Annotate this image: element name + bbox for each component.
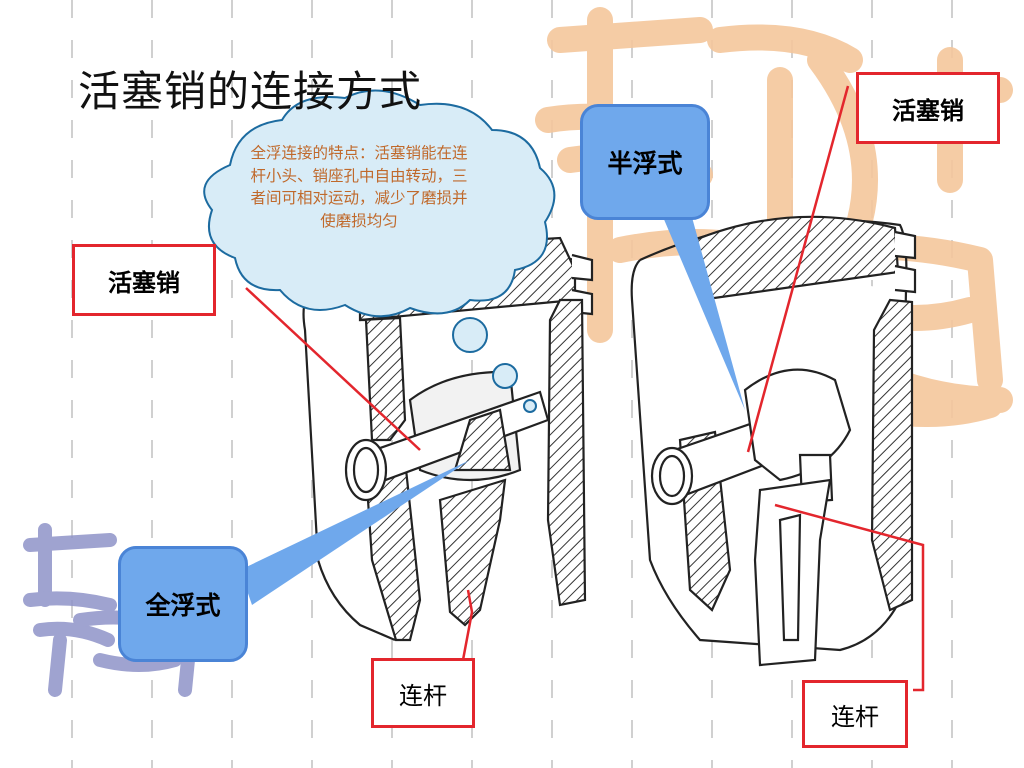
connecting-rod-label-right: 连杆 (802, 680, 908, 748)
full-floating-callout: 全浮式 (118, 546, 248, 662)
right-piston (630, 215, 917, 667)
piston-pin-label-right: 活塞销 (856, 72, 1000, 144)
slide-title: 活塞销的连接方式 (78, 67, 423, 116)
connecting-rod-label-left: 连杆 (371, 658, 475, 728)
thought-cloud (203, 89, 556, 413)
semi-floating-callout: 半浮式 (580, 104, 710, 220)
cloud-note-text: 全浮连接的特点：活塞销能在连杆小头、销座孔中自由转动，三者间可相对运动，减少了磨… (250, 144, 468, 230)
piston-pin-label-left: 活塞销 (72, 244, 216, 316)
